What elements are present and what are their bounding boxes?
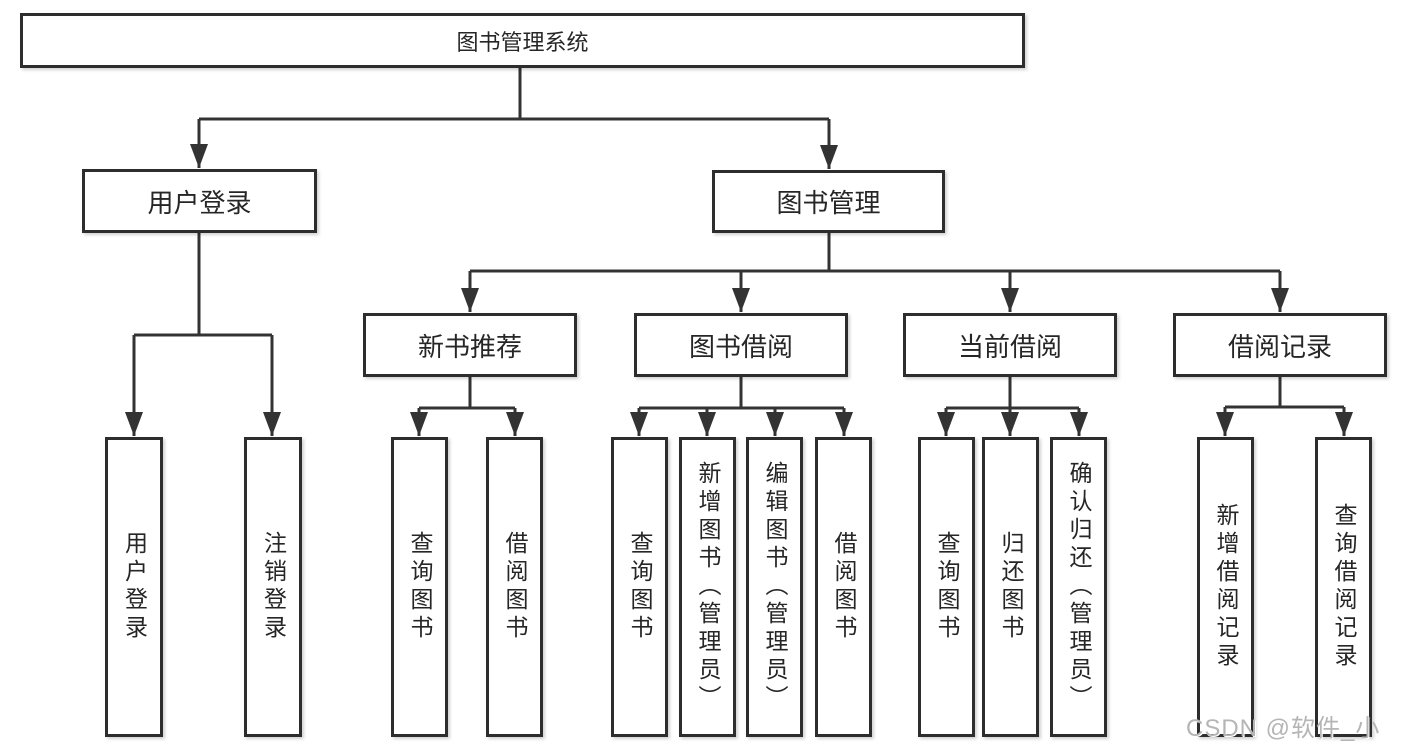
leaf-borrow-books-recommend: 借阅图书 (486, 437, 543, 737)
node-user-login: 用户登录 (82, 169, 317, 233)
leaf-return-books: 归还图书 (982, 437, 1039, 737)
leaf-add-borrow-record: 新增借阅记录 (1197, 437, 1254, 737)
leaf-user-login: 用户登录 (105, 437, 163, 737)
node-library-management-system: 图书管理系统 (20, 13, 1025, 68)
leaf-add-book-admin: 新增图书（管理员） (679, 437, 736, 737)
leaf-query-books-recommend: 查询图书 (391, 437, 448, 737)
node-new-book-recommendation: 新书推荐 (363, 313, 577, 377)
node-borrowing-records: 借阅记录 (1173, 313, 1387, 377)
node-book-borrowing: 图书借阅 (634, 313, 848, 377)
node-book-management: 图书管理 (712, 170, 945, 233)
leaf-logout: 注销登录 (244, 437, 302, 737)
leaf-borrow-books-borrowing: 借阅图书 (815, 437, 872, 737)
leaf-edit-book-admin: 编辑图书（管理员） (746, 437, 803, 737)
leaf-query-books-current: 查询图书 (918, 437, 975, 737)
node-current-borrowing: 当前借阅 (903, 313, 1117, 377)
csdn-watermark: CSDN @软件_小贺同学 (1186, 715, 1381, 742)
leaf-query-books-borrowing: 查询图书 (611, 437, 668, 737)
leaf-query-borrow-record: 查询借阅记录 (1315, 437, 1372, 737)
leaf-confirm-return-admin: 确认归还（管理员） (1050, 437, 1107, 737)
